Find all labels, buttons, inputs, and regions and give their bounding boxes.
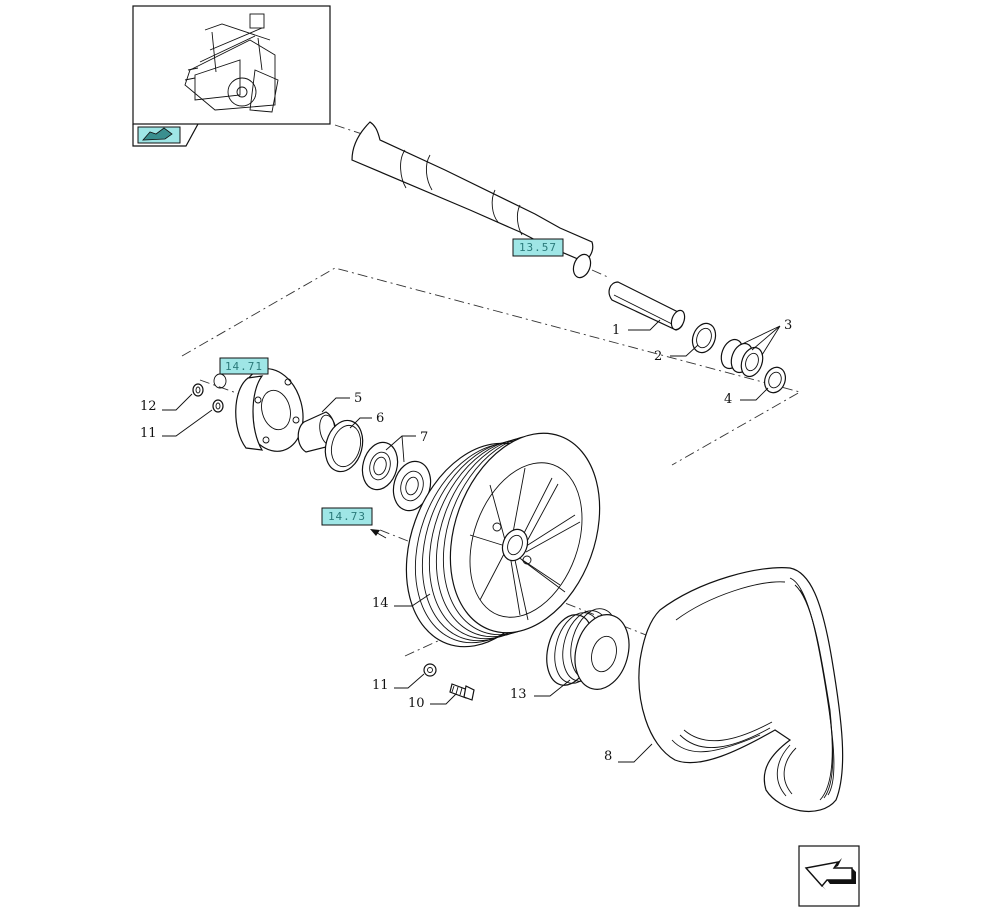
part-14-large-pulley <box>379 432 761 681</box>
ref-tag-14-71[interactable] <box>219 357 269 375</box>
svg-text:1: 1 <box>612 323 620 338</box>
svg-text:11: 11 <box>140 426 157 441</box>
ref-arrow-14-73[interactable]: 14.73 <box>321 507 387 539</box>
svg-text:12: 12 <box>140 399 157 414</box>
svg-text:4: 4 <box>724 392 732 407</box>
callout-3: 3 <box>739 318 792 356</box>
return-arrow-icon <box>142 127 173 141</box>
svg-text:11: 11 <box>372 678 389 693</box>
svg-text:10: 10 <box>408 696 425 711</box>
callout-14: 14 <box>372 593 431 611</box>
machine-overview-icon <box>184 13 279 113</box>
callout-12: 12 <box>140 393 193 414</box>
ref-tag-14-71-label: 14.71 <box>225 360 263 373</box>
callout-10: 10 <box>408 693 457 711</box>
svg-text:3: 3 <box>784 318 792 333</box>
svg-text:2: 2 <box>654 349 662 364</box>
part-4-circlip <box>764 366 786 394</box>
callout-8: 8 <box>604 743 653 764</box>
callout-6: 6 <box>349 411 384 429</box>
callout-5: 5 <box>321 391 362 413</box>
part-3-rings <box>720 338 764 378</box>
part-2-ring <box>691 322 717 354</box>
callout-2: 2 <box>654 344 699 364</box>
overview-thumbnail[interactable] <box>132 5 331 147</box>
callout-4: 4 <box>724 387 769 407</box>
ref-tag-14-73[interactable] <box>321 507 373 526</box>
part-7-bearings <box>361 441 432 512</box>
svg-text:14: 14 <box>372 596 389 611</box>
callout-13: 13 <box>510 679 571 702</box>
part-1-pin <box>608 281 686 331</box>
svg-text:5: 5 <box>354 391 362 406</box>
callout-1: 1 <box>612 319 661 338</box>
svg-text:6: 6 <box>376 411 384 426</box>
svg-text:8: 8 <box>604 749 612 764</box>
part-11-washer-lower <box>404 639 441 677</box>
drive-shaft: 13.57 <box>334 121 611 279</box>
svg-text:7: 7 <box>420 430 428 445</box>
part-6-seal <box>324 419 364 473</box>
ref-tag-14-73-label: 14.73 <box>328 510 366 523</box>
part-13-small-pulley <box>546 608 630 690</box>
svg-text:13: 13 <box>510 687 527 702</box>
part-10-bolt <box>449 683 475 701</box>
hub-flange: 14.71 <box>199 357 304 452</box>
assembly-frame <box>181 267 802 466</box>
part-12-nut <box>192 383 204 397</box>
ref-tag-13-57-label: 13.57 <box>519 241 557 254</box>
part-8-belt <box>638 567 844 813</box>
callout-7: 7 <box>385 430 428 463</box>
next-page-button[interactable] <box>798 845 860 907</box>
callout-11-lower: 11 <box>372 673 425 693</box>
ref-tag-13-57[interactable] <box>512 238 564 257</box>
pointer-arrow-icon <box>370 529 380 536</box>
part-11-washer-upper <box>212 399 224 413</box>
callout-11-upper: 11 <box>140 409 213 441</box>
